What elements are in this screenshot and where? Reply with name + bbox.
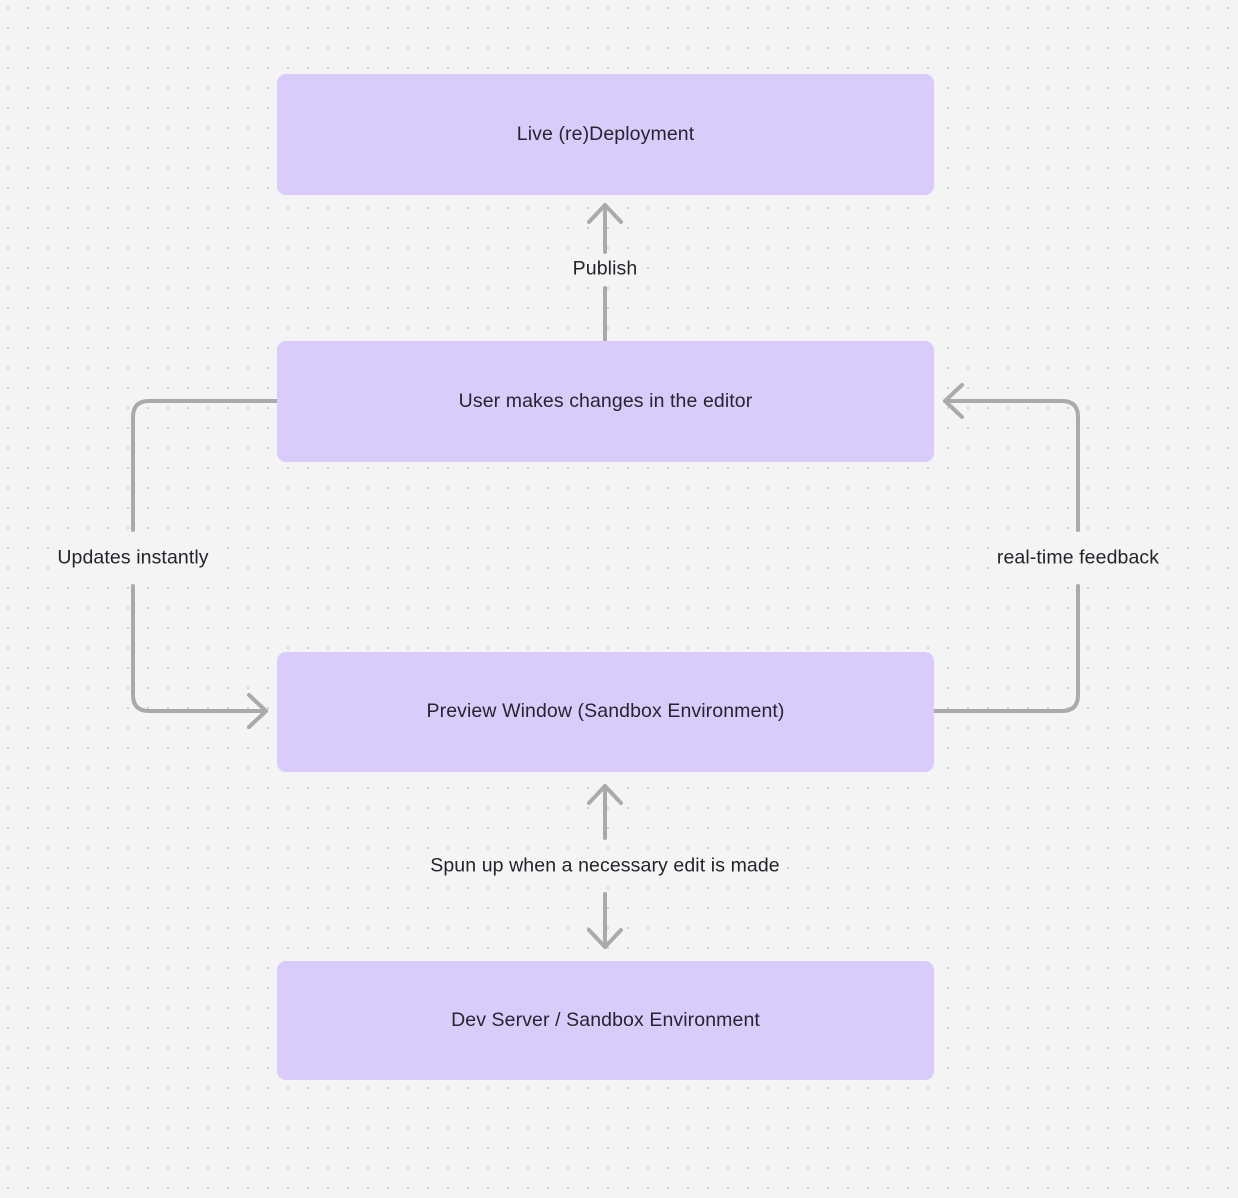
node-preview-window[interactable]: Preview Window (Sandbox Environment) — [277, 652, 934, 772]
edge-label-updates-instantly: Updates instantly — [50, 544, 216, 572]
edge-label-publish: Publish — [565, 255, 645, 283]
edge-label-spun-up: Spun up when a necessary edit is made — [423, 852, 787, 880]
node-live-redeployment[interactable]: Live (re)Deployment — [277, 74, 934, 195]
node-user-makes-changes[interactable]: User makes changes in the editor — [277, 341, 934, 462]
node-label: Preview Window (Sandbox Environment) — [426, 700, 785, 723]
node-label: Dev Server / Sandbox Environment — [451, 1008, 760, 1031]
edge-label-real-time-feedback: real-time feedback — [989, 544, 1167, 572]
node-label: Live (re)Deployment — [516, 122, 695, 145]
node-label: User makes changes in the editor — [458, 389, 753, 412]
node-dev-server[interactable]: Dev Server / Sandbox Environment — [277, 961, 934, 1080]
